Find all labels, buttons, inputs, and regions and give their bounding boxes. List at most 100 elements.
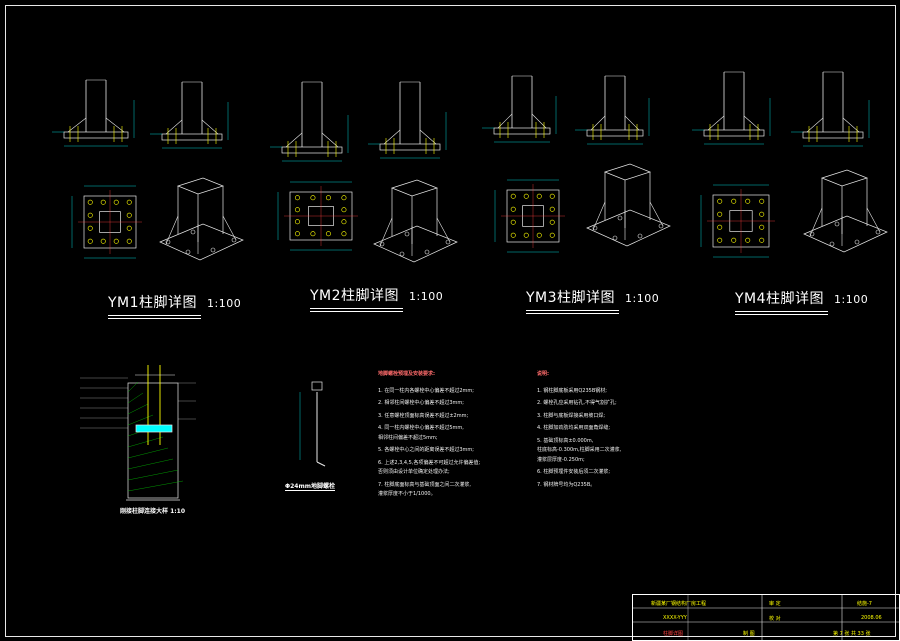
plan-view-4-bolt-hole: [745, 198, 751, 204]
notes-right-item: 5. 基础顶标高±0.000m,: [537, 437, 594, 444]
plan-view-2-bolt-hole: [341, 195, 347, 201]
notes-left-item: 6. 上述2,3,4,5,各项偏差不可超过允许偏差值;: [378, 459, 481, 466]
plan-view-3-bolt-hole: [549, 232, 555, 238]
ym4-scale: 1:100: [834, 293, 869, 306]
plan-view-2-bolt-hole: [325, 195, 331, 201]
tb-sheet-name: 柱脚详图: [663, 631, 684, 637]
iso-view-2-column-top: [390, 179, 439, 197]
concrete-hatch: [127, 447, 169, 459]
plan-view-1-bolt-hole: [100, 199, 106, 205]
plan-view-2-bolt-hole: [294, 207, 300, 213]
ym3-title-text: YM3柱脚详图: [526, 290, 616, 306]
plan-view-1-bolt-hole: [113, 199, 119, 205]
ym3-scale: 1:100: [625, 292, 660, 305]
plan-view-3-bolt-hole: [510, 206, 516, 212]
elevation-view-3-stiffener: [285, 132, 339, 148]
ym1-scale: 1:100: [207, 297, 242, 310]
grout-layer: [135, 424, 173, 433]
concrete-hatch: [127, 381, 139, 393]
notes-right-item: 1. 钢柱脚底板采用Q235B钢材;: [537, 387, 607, 394]
elevation-view-1-baseplate: [63, 131, 129, 139]
plan-view-4-bolt-hole: [745, 237, 751, 243]
tb-date: 2008.06: [861, 615, 882, 621]
anchor-bolt-caption: Φ24mm地脚螺栓: [285, 483, 335, 491]
plan-view-2-bolt-hole: [294, 219, 300, 225]
tb-drawer: 制 图: [743, 631, 755, 637]
tb-reviewer: 校 对: [769, 616, 781, 622]
plan-view-4-bolt-hole: [717, 198, 723, 204]
iso-view-1-nut: [190, 229, 196, 235]
plan-view-4-bolt-hole: [731, 198, 737, 204]
plan-view-1-bolt-hole: [126, 212, 132, 218]
title-block: 新疆某厂钢结构厂房工程 XXXX-YYY 柱脚详图 审 定 校 对 制 图 结施…: [632, 594, 900, 641]
concrete-hatch: [127, 469, 179, 481]
plan-view-4-bolt-hole: [717, 237, 723, 243]
iso-view-4-nut: [829, 241, 835, 247]
plan-view-1-bolt-hole: [113, 238, 119, 244]
tb-checked: 审 定: [769, 601, 781, 607]
plan-view-2-bolt-hole: [325, 231, 331, 237]
notes-left-item: 5. 各螺栓中心之间的距离误差不超过3mm;: [378, 447, 474, 453]
plan-view-4-bolt-hole: [717, 224, 723, 230]
anchor-hook: [316, 461, 326, 467]
iso-view-2-base: [373, 225, 458, 263]
concrete-hatch: [127, 414, 154, 426]
notes-left-item: 2. 相邻柱间螺栓中心偏差不超过3mm;: [378, 400, 464, 406]
plan-view-3-bolt-hole: [549, 206, 555, 212]
iso-view-1-column-top: [176, 177, 225, 195]
elevation-view-3-baseplate: [281, 146, 343, 154]
notes-right-item: 灌浆层厚度-0.250m;: [537, 456, 585, 463]
tb-project: 新疆某厂钢结构厂房工程: [651, 601, 707, 607]
plan-view-3-bolt-hole: [549, 193, 555, 199]
notes-right-head: 说明:: [537, 371, 549, 377]
notes-left-item: 灌浆厚度不小于1/1000。: [378, 491, 436, 497]
notes-left-item: 1. 在同一柱内各螺栓中心偏差不超过2mm;: [378, 387, 474, 394]
ym2-title-text: YM2柱脚详图: [310, 288, 400, 304]
plan-view-2-bolt-hole: [341, 207, 347, 213]
ym4-title: YM4柱脚详图 1:100: [735, 288, 869, 315]
iso-view-1-nut: [185, 249, 191, 255]
ym3-title: YM3柱脚详图 1:100: [526, 287, 660, 314]
elevation-view-5-stiffener: [497, 113, 547, 129]
notes-right-item: 7. 钢材牌号均为Q235B。: [537, 481, 596, 488]
plan-view-1-bolt-hole: [126, 199, 132, 205]
plan-view-4-bolt-hole: [759, 198, 765, 204]
concrete-hatch: [127, 480, 184, 492]
tb-sheet-count: 第 7 张 共 33 张: [833, 631, 871, 637]
elevation-view-1-stiffener: [67, 117, 125, 133]
elevation-view-2-stiffener: [165, 119, 219, 135]
plan-view-1-bolt-hole: [126, 225, 132, 231]
plan-view-3-bolt-hole: [536, 193, 542, 199]
notes-right-item: 柱底标高-0.300m,柱脚采用二次灌浆,: [537, 447, 622, 453]
iso-view-4-nut: [834, 221, 840, 227]
plan-view-3-bolt-hole: [510, 232, 516, 238]
anchor-section-caption: 刚接柱脚连接大样 1:10: [120, 508, 186, 515]
notes-right-item: 3. 柱脚与底板焊接采用坡口焊;: [537, 412, 606, 419]
elevation-view-7-stiffener: [707, 115, 761, 131]
iso-view-3-base: [586, 209, 671, 247]
notes-left-item: 7. 柱脚底面标高与基础顶面之间二次灌浆,: [378, 481, 471, 488]
elevation-view-8-baseplate: [802, 131, 864, 139]
drawing-border: [5, 5, 896, 637]
elevation-view-5-baseplate: [493, 127, 551, 135]
plan-view-2-bolt-hole: [310, 195, 316, 201]
notes-general: 说明: 1. 钢柱脚底板采用Q235B钢材; 2. 螺栓孔应采用钻孔,不得气割扩…: [537, 370, 621, 490]
iso-view-2-nut: [404, 231, 410, 237]
plan-view-1-bolt-hole: [100, 238, 106, 244]
iso-view-4-nut: [854, 239, 860, 245]
plan-view-1-bolt-hole: [87, 199, 93, 205]
elevation-view-2-baseplate: [161, 133, 223, 141]
plan-view-1-bolt-hole: [126, 238, 132, 244]
notes-left-item: 相邻柱间偏差不超过5mm;: [378, 434, 438, 441]
plan-view-2-bolt-hole: [341, 231, 347, 237]
plan-view-4-bolt-hole: [759, 237, 765, 243]
concrete-hatch: [127, 392, 144, 404]
plan-view-1-bolt-hole: [87, 212, 93, 218]
ym4-title-text: YM4柱脚详图: [735, 291, 825, 307]
tb-drawing-no: XXXX-YYY: [663, 615, 687, 621]
concrete-hatch: [127, 403, 149, 415]
plan-view-1-bolt-hole: [87, 225, 93, 231]
iso-view-3-nut: [617, 215, 623, 221]
